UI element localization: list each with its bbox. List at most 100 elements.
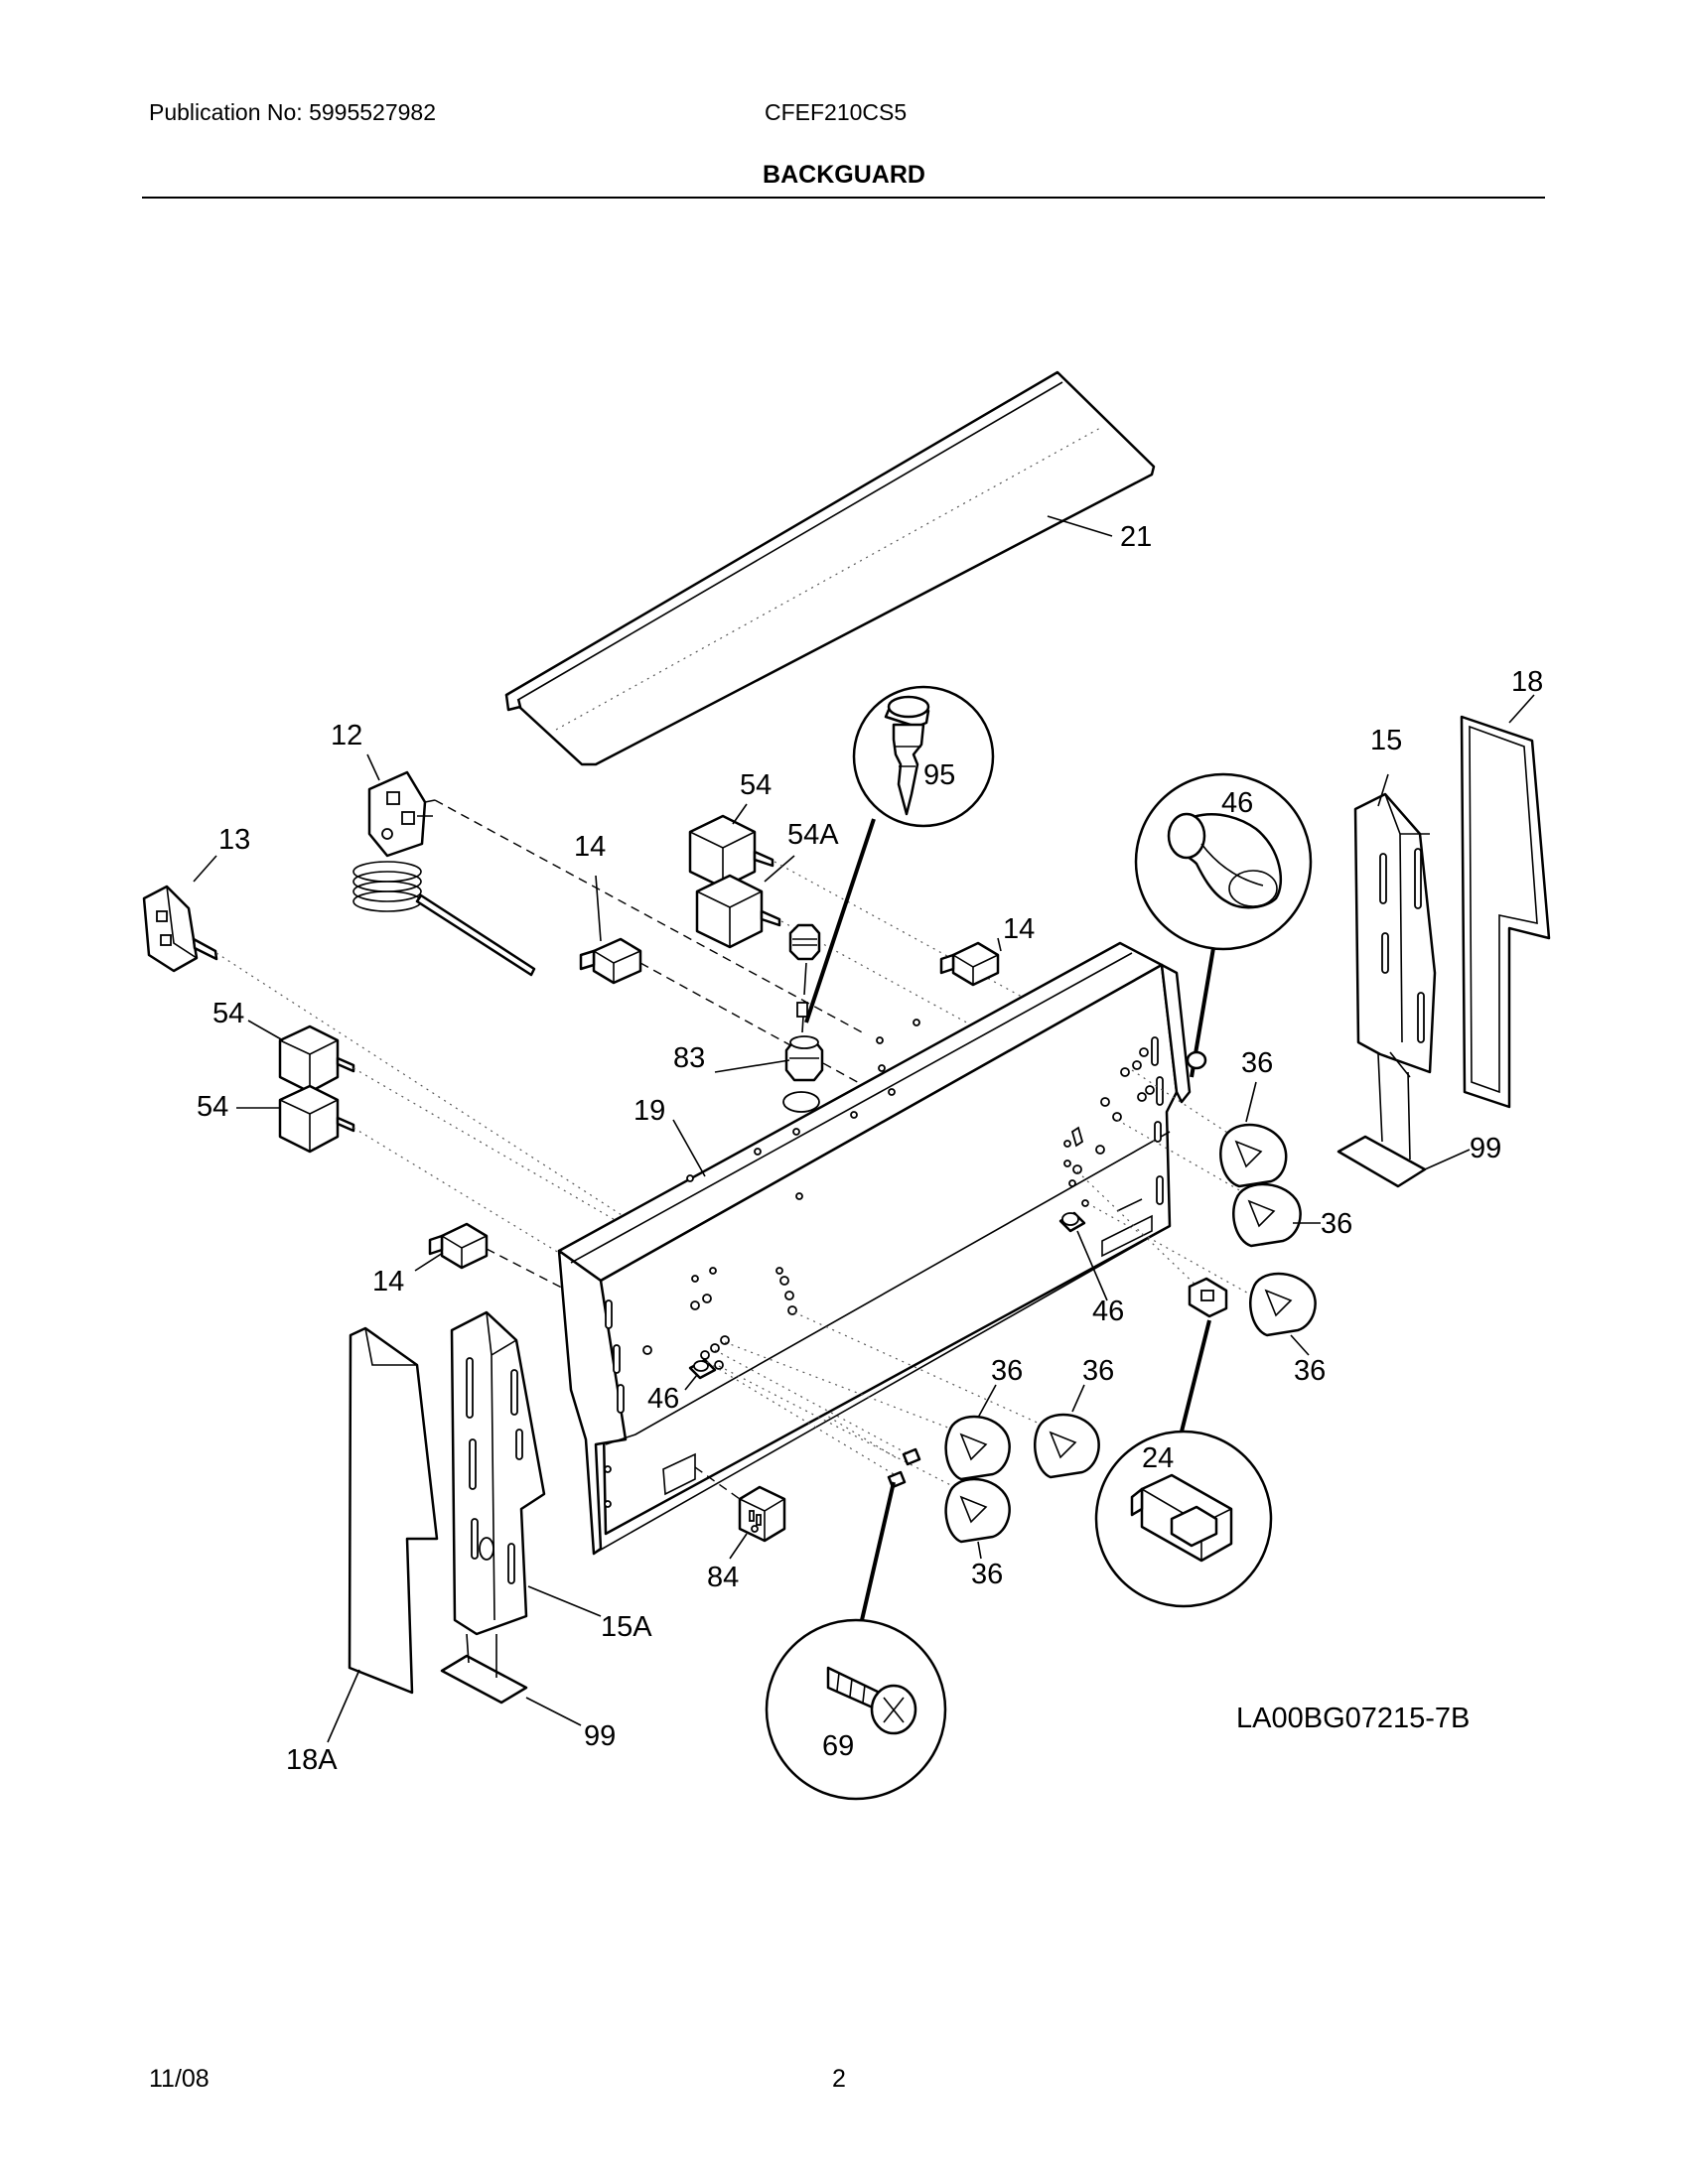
callout-15A: 15A bbox=[601, 1611, 652, 1643]
model-number: CFEF210CS5 bbox=[765, 99, 908, 125]
leader-21 bbox=[1047, 515, 1113, 537]
knob-line-1 bbox=[1131, 1069, 1242, 1143]
callout-99-right: 99 bbox=[1470, 1133, 1501, 1164]
part-46-bulb-left bbox=[688, 1358, 717, 1380]
callout-19: 19 bbox=[633, 1095, 665, 1127]
callout-46-left: 46 bbox=[647, 1383, 679, 1415]
leader-36-e bbox=[1071, 1384, 1085, 1413]
callout-18A: 18A bbox=[286, 1744, 338, 1776]
leader-15A bbox=[527, 1585, 602, 1617]
leader-69-detail bbox=[860, 1481, 896, 1621]
callout-54-mid: 54 bbox=[212, 998, 244, 1029]
leader-54A bbox=[764, 855, 795, 883]
leader-36-f bbox=[977, 1541, 982, 1560]
leader-15 bbox=[1377, 773, 1389, 807]
part-95-detail-callout bbox=[852, 685, 995, 828]
screw-line-2 bbox=[706, 1361, 895, 1475]
part-21-top-trim bbox=[504, 370, 1156, 766]
callout-13: 13 bbox=[218, 824, 250, 856]
callout-46-detail: 46 bbox=[1221, 787, 1253, 819]
leader-36-d bbox=[977, 1384, 997, 1419]
leader-99-right bbox=[1424, 1149, 1471, 1170]
part-54A-upper-switch bbox=[695, 874, 781, 949]
part-46-detail-callout bbox=[1134, 772, 1313, 951]
part-36-knob-4 bbox=[944, 1415, 1011, 1481]
leader-18A bbox=[327, 1669, 360, 1743]
thermostat-dash-line bbox=[434, 799, 867, 1035]
callout-83: 83 bbox=[673, 1042, 705, 1074]
part-18A-left-end-panel bbox=[348, 1326, 439, 1695]
leader-46-mid bbox=[1076, 1230, 1108, 1301]
part-83-indicator-light bbox=[784, 1035, 824, 1082]
callout-14-c: 14 bbox=[372, 1266, 404, 1297]
callout-14-a: 14 bbox=[574, 831, 606, 863]
callout-24: 24 bbox=[1142, 1442, 1174, 1474]
publication-number: Publication No: 5995527982 bbox=[149, 99, 437, 125]
leader-36-c bbox=[1290, 1334, 1310, 1356]
section-title: BACKGUARD bbox=[763, 161, 925, 189]
part-69-detail-callout bbox=[765, 1618, 947, 1801]
part-24-detail-callout bbox=[1094, 1430, 1273, 1608]
leader-36-a bbox=[1245, 1081, 1257, 1123]
small-fastener bbox=[796, 1002, 808, 1018]
callout-84: 84 bbox=[707, 1562, 739, 1593]
footer-page-number: 2 bbox=[832, 2065, 846, 2093]
part-54-lower-switch-b bbox=[278, 1084, 355, 1154]
footer-date: 11/08 bbox=[149, 2065, 210, 2093]
leader-99-left bbox=[525, 1697, 582, 1726]
leader-18 bbox=[1508, 694, 1535, 724]
leader-14-c bbox=[414, 1252, 444, 1272]
part-83-lens bbox=[788, 923, 821, 961]
part-14-relay-top-right bbox=[939, 941, 1000, 987]
leader-54-top bbox=[732, 803, 748, 825]
leader-12 bbox=[366, 753, 380, 781]
leader-54-mid bbox=[247, 1020, 284, 1041]
relay14a-dash-line bbox=[639, 962, 895, 1103]
leader-24-detail bbox=[1180, 1319, 1211, 1433]
part-14-relay-bottom-left bbox=[428, 1222, 489, 1270]
leader-14-a bbox=[595, 875, 602, 942]
part-36-knob-3 bbox=[1249, 1272, 1317, 1337]
part-36-knob-2 bbox=[1232, 1182, 1302, 1248]
callout-36-e: 36 bbox=[1082, 1355, 1114, 1387]
part-99-left-plate bbox=[440, 1633, 528, 1705]
callout-21: 21 bbox=[1120, 521, 1152, 553]
part-14-relay-top-left bbox=[579, 937, 642, 985]
header-rule bbox=[142, 197, 1545, 199]
receptacle-dash-line bbox=[694, 1466, 741, 1500]
part-12-thermostat bbox=[352, 770, 536, 977]
callout-36-b: 36 bbox=[1321, 1208, 1352, 1240]
leader-95 bbox=[804, 818, 876, 1024]
part-36-knob-6 bbox=[944, 1477, 1011, 1544]
callout-36-f: 36 bbox=[971, 1559, 1003, 1590]
part-99-right-plate bbox=[1336, 1053, 1427, 1188]
callout-36-c: 36 bbox=[1294, 1355, 1326, 1387]
leader-13 bbox=[193, 855, 217, 883]
leader-83 bbox=[714, 1059, 790, 1073]
callout-46-mid: 46 bbox=[1092, 1296, 1124, 1327]
part-46-bulb-right bbox=[1186, 1050, 1207, 1070]
callout-54A: 54A bbox=[787, 819, 839, 851]
upper54-dot-line-a bbox=[774, 861, 1034, 1004]
callout-12: 12 bbox=[331, 720, 362, 751]
part-13-infinite-switch bbox=[142, 885, 218, 973]
part-24-rocker-switch bbox=[1188, 1277, 1228, 1318]
diagram-code: LA00BG07215-7B bbox=[1236, 1703, 1470, 1734]
callout-18: 18 bbox=[1511, 666, 1543, 698]
callout-labels: 21 18 15 12 13 95 46 54 54A 14 14 54 54 … bbox=[197, 521, 1543, 1776]
screw-line-1 bbox=[714, 1349, 910, 1455]
callout-54-low: 54 bbox=[197, 1091, 228, 1123]
part-18-right-end-panel bbox=[1460, 715, 1551, 1109]
knob-line-2 bbox=[1116, 1119, 1242, 1192]
part-15A-left-bracket bbox=[450, 1310, 546, 1636]
leader-84 bbox=[729, 1533, 748, 1560]
part-19-control-panel bbox=[557, 941, 1192, 1556]
callout-69: 69 bbox=[822, 1730, 854, 1762]
callout-95: 95 bbox=[923, 759, 955, 791]
leader-19 bbox=[672, 1119, 706, 1177]
leader-46-left bbox=[684, 1374, 698, 1391]
callout-15: 15 bbox=[1370, 725, 1402, 756]
callout-54-top: 54 bbox=[740, 769, 772, 801]
callout-36-d: 36 bbox=[991, 1355, 1023, 1387]
